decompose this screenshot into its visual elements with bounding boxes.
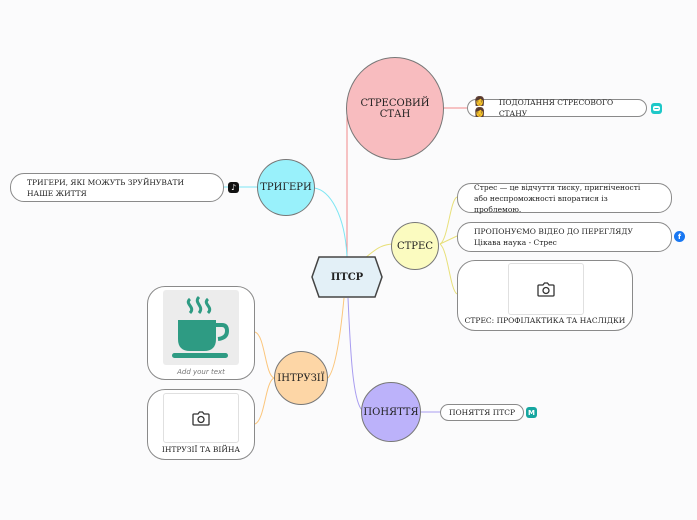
note-triggers[interactable]: ТРИГЕРИ, ЯКІ МОЖУТЬ ЗРУЙНУВАТИ НАШЕ ЖИТТ… (10, 173, 224, 202)
link-intrusions-card2 (254, 377, 275, 425)
note-stress-video[interactable]: ПРОПОНУЄМО ВІДЕО ДО ПЕРЕГЛЯДУ Цікава нау… (457, 222, 672, 252)
central-topic[interactable]: ПТСР (311, 256, 383, 298)
branch-intrusions[interactable]: ІНТРУЗІЇ (274, 351, 328, 405)
card-intrusions-war-caption: ІНТРУЗІЇ ТА ВІЙНА (161, 445, 241, 454)
note-stress-state-text: ПОДОЛАННЯ СТРЕСОВОГО СТАНУ (498, 98, 614, 118)
note-stress-video-text: ПРОПОНУЄМО ВІДЕО ДО ПЕРЕГЛЯДУ Цікава нау… (474, 227, 633, 247)
card-stress-prevention[interactable]: СТРЕС: ПРОФІЛАКТИКА ТА НАСЛІДКИ (457, 260, 633, 331)
branch-stress[interactable]: СТРЕС (391, 222, 439, 270)
note-concept[interactable]: ПОНЯТТЯ ПТСР (440, 404, 524, 421)
card-intrusions-war[interactable]: ІНТРУЗІЇ ТА ВІЙНА (147, 389, 255, 460)
link-stress-card (439, 243, 458, 295)
facebook-icon[interactable]: f (674, 231, 685, 242)
branch-concept-label: ПОНЯТТЯ (363, 406, 419, 418)
branch-intrusions-label: ІНТРУЗІЇ (277, 372, 325, 384)
image-placeholder (508, 263, 584, 315)
camera-icon (192, 410, 210, 426)
central-hexagon-shape (311, 256, 383, 298)
image-teacup (163, 290, 239, 365)
branch-triggers[interactable]: ТРИГЕРИ (257, 159, 315, 216)
note-triggers-text: ТРИГЕРИ, ЯКІ МОЖУТЬ ЗРУЙНУВАТИ НАШЕ ЖИТТ… (27, 177, 185, 198)
camera-icon (537, 281, 555, 297)
m-logo-icon[interactable]: M (526, 407, 537, 418)
note-concept-text: ПОНЯТТЯ ПТСР (448, 408, 516, 417)
central-topic-label: ПТСР (330, 271, 364, 283)
people-emoji-icon: 👩👩 (474, 97, 486, 118)
image-placeholder (163, 393, 239, 443)
branch-stress-state[interactable]: СТРЕСОВИЙ СТАН (346, 57, 444, 160)
note-stress-definition[interactable]: Стрес — це відчуття тиску, пригніченості… (457, 182, 672, 214)
link-stress-note2 (439, 235, 458, 245)
chat-bubble-icon[interactable] (651, 103, 662, 114)
link-intrusions-card1 (254, 331, 275, 379)
note-stress-definition-text: Стрес — це відчуття тиску, пригніченості… (474, 182, 641, 214)
branch-stress-label: СТРЕС (396, 240, 433, 252)
link-triggers (313, 187, 348, 258)
branch-triggers-label: ТРИГЕРИ (260, 182, 312, 193)
card-intrusions-image[interactable]: Add your text (147, 286, 255, 380)
link-intrusions (327, 297, 345, 379)
branch-stress-state-label: СТРЕСОВИЙ СТАН (360, 97, 430, 120)
card-stress-prevention-caption: СТРЕС: ПРОФІЛАКТИКА ТА НАСЛІДКИ (464, 316, 626, 325)
tiktok-icon[interactable]: ♪ (228, 182, 239, 193)
link-stress-note1 (439, 196, 458, 245)
branch-concept[interactable]: ПОНЯТТЯ (361, 382, 421, 442)
note-stress-state[interactable]: 👩👩 ПОДОЛАННЯ СТРЕСОВОГО СТАНУ (467, 97, 647, 118)
card-intrusions-image-caption: Add your text (177, 368, 225, 376)
coffee-cup-icon (172, 295, 230, 358)
link-stress (364, 243, 393, 259)
link-concept (347, 297, 363, 411)
